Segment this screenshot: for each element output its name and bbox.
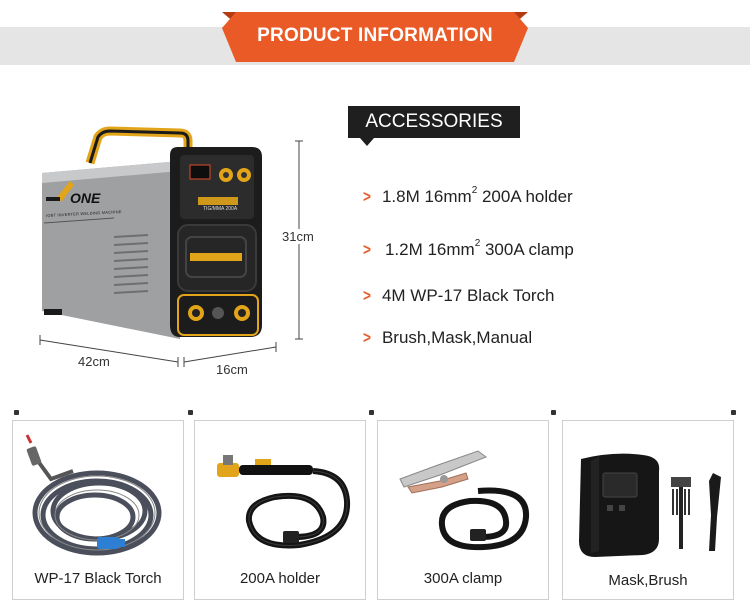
accessory-item-label: 4M WP-17 Black Torch (381, 286, 555, 305)
width-dimension: 16cm (216, 362, 248, 377)
welder-machine-image (42, 126, 262, 339)
accessory-item: > 1.2M 16mm2 300A clamp (362, 238, 574, 262)
chevron-right-icon: > (362, 286, 371, 305)
length-dimension: 42cm (78, 354, 110, 369)
chevron-right-icon: > (362, 328, 371, 347)
accessories-title: ACCESSORIES (348, 106, 520, 138)
mask-brush-image (579, 453, 721, 557)
product-card-torch: WP-17 Black Torch (12, 420, 184, 600)
chevron-right-icon: > (362, 240, 371, 259)
accessory-item: > Brush,Mask,Manual (362, 326, 532, 350)
accessory-item-label: 1.2M 16mm2 300A clamp (384, 238, 574, 259)
ground-clamp-image (399, 450, 530, 551)
accessory-item: > 4M WP-17 Black Torch (362, 284, 555, 308)
page-title: PRODUCT INFORMATION (257, 25, 493, 46)
product-caption: WP-17 Black Torch (34, 570, 162, 587)
header-banner-shape (222, 12, 528, 62)
product-card-clamp: 300A clamp (377, 420, 549, 600)
product-card-mask: Mask,Brush (562, 420, 734, 600)
product-caption: 300A clamp (423, 570, 503, 587)
divider-marker (369, 410, 374, 415)
divider-marker (551, 410, 556, 415)
product-card-holder: 200A holder (194, 420, 366, 600)
divider-marker (14, 410, 19, 415)
accessory-item: > 1.8M 16mm2 200A holder (362, 185, 573, 209)
product-caption: 200A holder (239, 570, 321, 587)
height-dimension: 31cm (282, 229, 314, 244)
model-label-text: TIG/MMA 200A (203, 206, 238, 212)
accessory-item-label: Brush,Mask,Manual (381, 328, 533, 347)
electrode-holder-image (217, 455, 351, 549)
product-caption: Mask,Brush (608, 572, 688, 589)
divider-marker (188, 410, 193, 415)
accessory-item-label: 1.8M 16mm2 200A holder (381, 185, 573, 206)
torch-image (25, 434, 162, 556)
divider-marker (731, 410, 736, 415)
chevron-right-icon: > (362, 187, 371, 206)
logo-text: ONE (70, 190, 101, 206)
accessories-title-notch (360, 138, 374, 146)
